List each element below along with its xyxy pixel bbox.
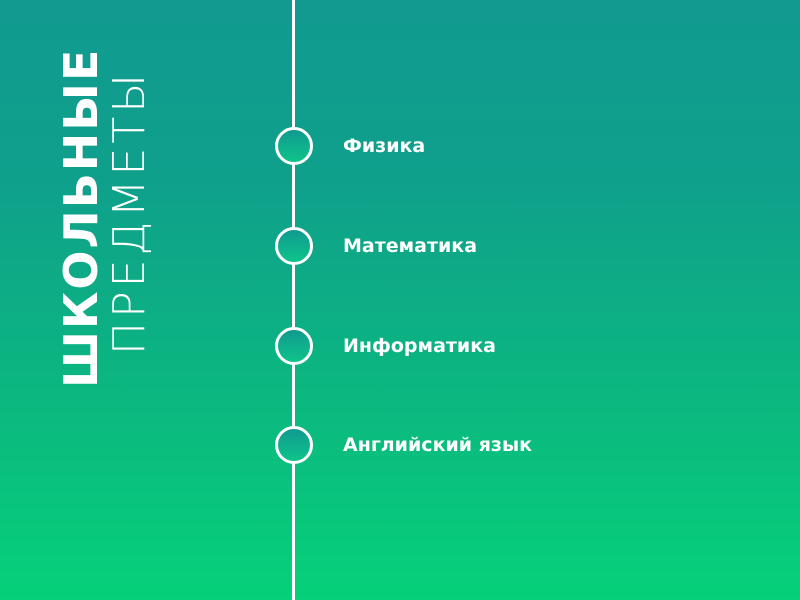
timeline-marker — [275, 227, 313, 265]
subject-item-physics: Физика — [275, 127, 425, 165]
subject-item-informatics: Информатика — [275, 327, 496, 365]
subject-item-english: Английский язык — [275, 426, 532, 464]
subject-item-math: Математика — [275, 227, 477, 265]
subject-label: Информатика — [343, 335, 496, 357]
timeline-line — [292, 0, 295, 600]
timeline-marker — [275, 127, 313, 165]
timeline-marker — [275, 426, 313, 464]
timeline-marker — [275, 327, 313, 365]
subject-label: Математика — [343, 235, 478, 257]
title-main: ШКОЛЬНЫЕ — [54, 47, 108, 388]
title-sub: ПРЕДМЕТЫ — [104, 69, 155, 355]
subject-label: Физика — [343, 135, 426, 157]
subject-label: Английский язык — [343, 434, 533, 456]
title-block: ШКОЛЬНЫЕ ПРЕДМЕТЫ — [52, 48, 162, 390]
